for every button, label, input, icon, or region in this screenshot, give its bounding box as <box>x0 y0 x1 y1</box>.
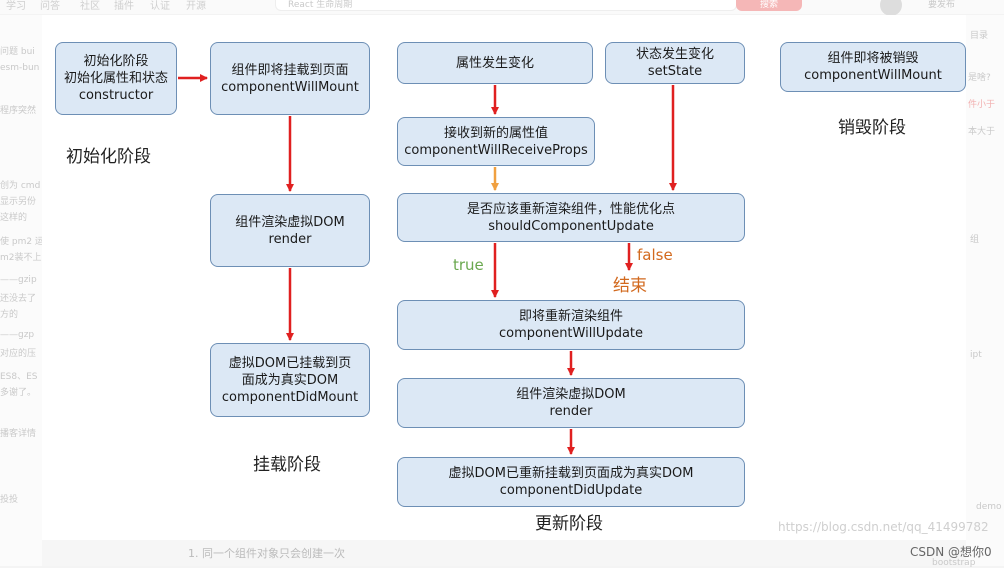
background-search-placeholder: React 生命周期 <box>288 0 353 10</box>
did-mount-method: componentDidMount <box>221 389 359 405</box>
background-left-text: 这样的 <box>0 213 28 223</box>
state-change-description: 状态发生变化 <box>635 47 714 62</box>
render-update-box: 组件渲染虚拟DOM render <box>397 378 745 428</box>
background-nav-item: 问答 <box>40 1 60 12</box>
will-update-description: 即将重新渲染组件 <box>518 309 623 324</box>
stage-unmount-label: 销毁阶段 <box>838 118 906 138</box>
background-nav-item: 社区 <box>80 1 100 12</box>
did-mount-description-1: 虚拟DOM已挂载到页 <box>228 355 352 371</box>
render-update-method: render <box>549 404 593 419</box>
background-left-text: 多谢了。 <box>0 388 37 398</box>
background-left-text: 显示另份 <box>0 197 37 207</box>
state-change-box: 状态发生变化 setState <box>605 42 745 84</box>
background-left-text: 还没去了 <box>0 294 37 304</box>
will-update-box: 即将重新渲染组件 componentWillUpdate <box>397 300 745 350</box>
background-search-button: 搜索 <box>736 0 802 11</box>
background-bottom-strip <box>42 540 966 566</box>
background-right-text: ipt <box>970 350 982 360</box>
background-left-text: m2装不上 <box>0 253 42 263</box>
background-left-text: 播客详情 <box>0 429 37 439</box>
background-left-column <box>0 15 42 566</box>
should-update-method: shouldComponentUpdate <box>488 218 654 234</box>
will-mount-box: 组件即将挂载到页面 componentWillMount <box>210 42 370 115</box>
background-left-text: ——gzip <box>0 275 37 285</box>
true-branch-label: true <box>453 256 484 274</box>
background-right-text: demo <box>976 502 1002 512</box>
background-nav-item: 插件 <box>114 1 134 12</box>
csdn-author-badge: CSDN @想你0 <box>910 545 992 559</box>
did-mount-box: 虚拟DOM已挂载到页 面成为真实DOM componentDidMount <box>210 343 370 417</box>
should-update-description: 是否应该重新渲染组件，性能优化点 <box>466 201 675 217</box>
background-left-text: 方的 <box>0 310 19 320</box>
background-right-text: 是啥? <box>968 73 991 83</box>
did-update-method: componentDidUpdate <box>499 483 643 498</box>
background-right-text: 本大于 <box>968 127 996 137</box>
init-box: 初始化阶段 初始化属性和状态 constructor <box>55 42 177 115</box>
did-update-box: 虚拟DOM已重新挂载到页面成为真实DOM componentDidUpdate <box>397 457 745 507</box>
init-description: 初始化属性和状态 <box>63 71 168 86</box>
stage-update-label: 更新阶段 <box>535 514 603 534</box>
init-title: 初始化阶段 <box>83 54 149 69</box>
background-left-text: 投投 <box>0 495 19 505</box>
init-method: constructor <box>78 88 154 103</box>
end-label: 结束 <box>613 276 647 296</box>
will-mount-method: componentWillMount <box>221 79 359 95</box>
background-left-text: 使 pm2 运 <box>0 237 44 247</box>
background-right-text: 件小于 <box>968 100 996 110</box>
blog-watermark: https://blog.csdn.net/qq_41499782 <box>778 520 989 534</box>
stage-mount-label: 挂载阶段 <box>253 455 321 475</box>
will-unmount-description: 组件即将被销毁 <box>827 51 919 66</box>
background-right-column <box>966 15 1004 566</box>
receive-props-box: 接收到新的属性值 componentWillReceiveProps <box>397 117 595 166</box>
stage-init-label: 初始化阶段 <box>66 147 151 167</box>
background-search-input: React 生命周期 <box>275 0 737 11</box>
should-update-box: 是否应该重新渲染组件，性能优化点 shouldComponentUpdate <box>397 193 745 242</box>
will-unmount-box: 组件即将被销毁 componentWillMount <box>780 42 966 92</box>
background-left-text: 程序突然 <box>0 106 37 116</box>
background-search-button-label: 搜索 <box>760 0 779 10</box>
background-left-text: ES8、ES <box>0 372 38 382</box>
background-nav-item: 学习 <box>6 1 26 12</box>
did-mount-description-2: 面成为真实DOM <box>241 372 339 388</box>
render-mount-description: 组件渲染虚拟DOM <box>235 214 345 230</box>
background-left-text: esm-bun <box>0 63 40 73</box>
render-mount-method: render <box>268 231 312 247</box>
receive-props-description: 接收到新的属性值 <box>443 125 548 141</box>
will-mount-description: 组件即将挂载到页面 <box>231 62 349 78</box>
background-right-text: 组 <box>970 235 980 245</box>
will-unmount-method: componentWillMount <box>804 68 942 83</box>
background-user-name: 要发布 <box>928 0 956 10</box>
background-right-text: 目录 <box>970 31 989 41</box>
background-avatar <box>880 0 902 16</box>
receive-props-method: componentWillReceiveProps <box>404 142 588 158</box>
background-bottom-note: 1. 同一个组件对象只会创建一次 <box>188 547 345 560</box>
did-update-description: 虚拟DOM已重新挂载到页面成为真实DOM <box>448 466 694 481</box>
background-left-text: 问题 bui <box>0 47 35 57</box>
background-nav-item: 开源 <box>186 1 206 12</box>
background-left-text: 创为 cmd <box>0 181 41 191</box>
background-nav-item: 认证 <box>150 1 170 12</box>
props-change-description: 属性发生变化 <box>455 55 534 71</box>
render-mount-box: 组件渲染虚拟DOM render <box>210 194 370 267</box>
state-change-method: setState <box>647 64 703 79</box>
false-branch-label: false <box>637 246 673 264</box>
background-left-text: 对应的压 <box>0 349 37 359</box>
will-update-method: componentWillUpdate <box>498 326 644 341</box>
background-right-text: bootstrap <box>932 558 976 568</box>
background-left-text: ——gzp <box>0 330 35 340</box>
diagram-canvas <box>42 15 966 540</box>
render-update-description: 组件渲染虚拟DOM <box>516 387 626 402</box>
props-change-box: 属性发生变化 <box>397 42 593 84</box>
